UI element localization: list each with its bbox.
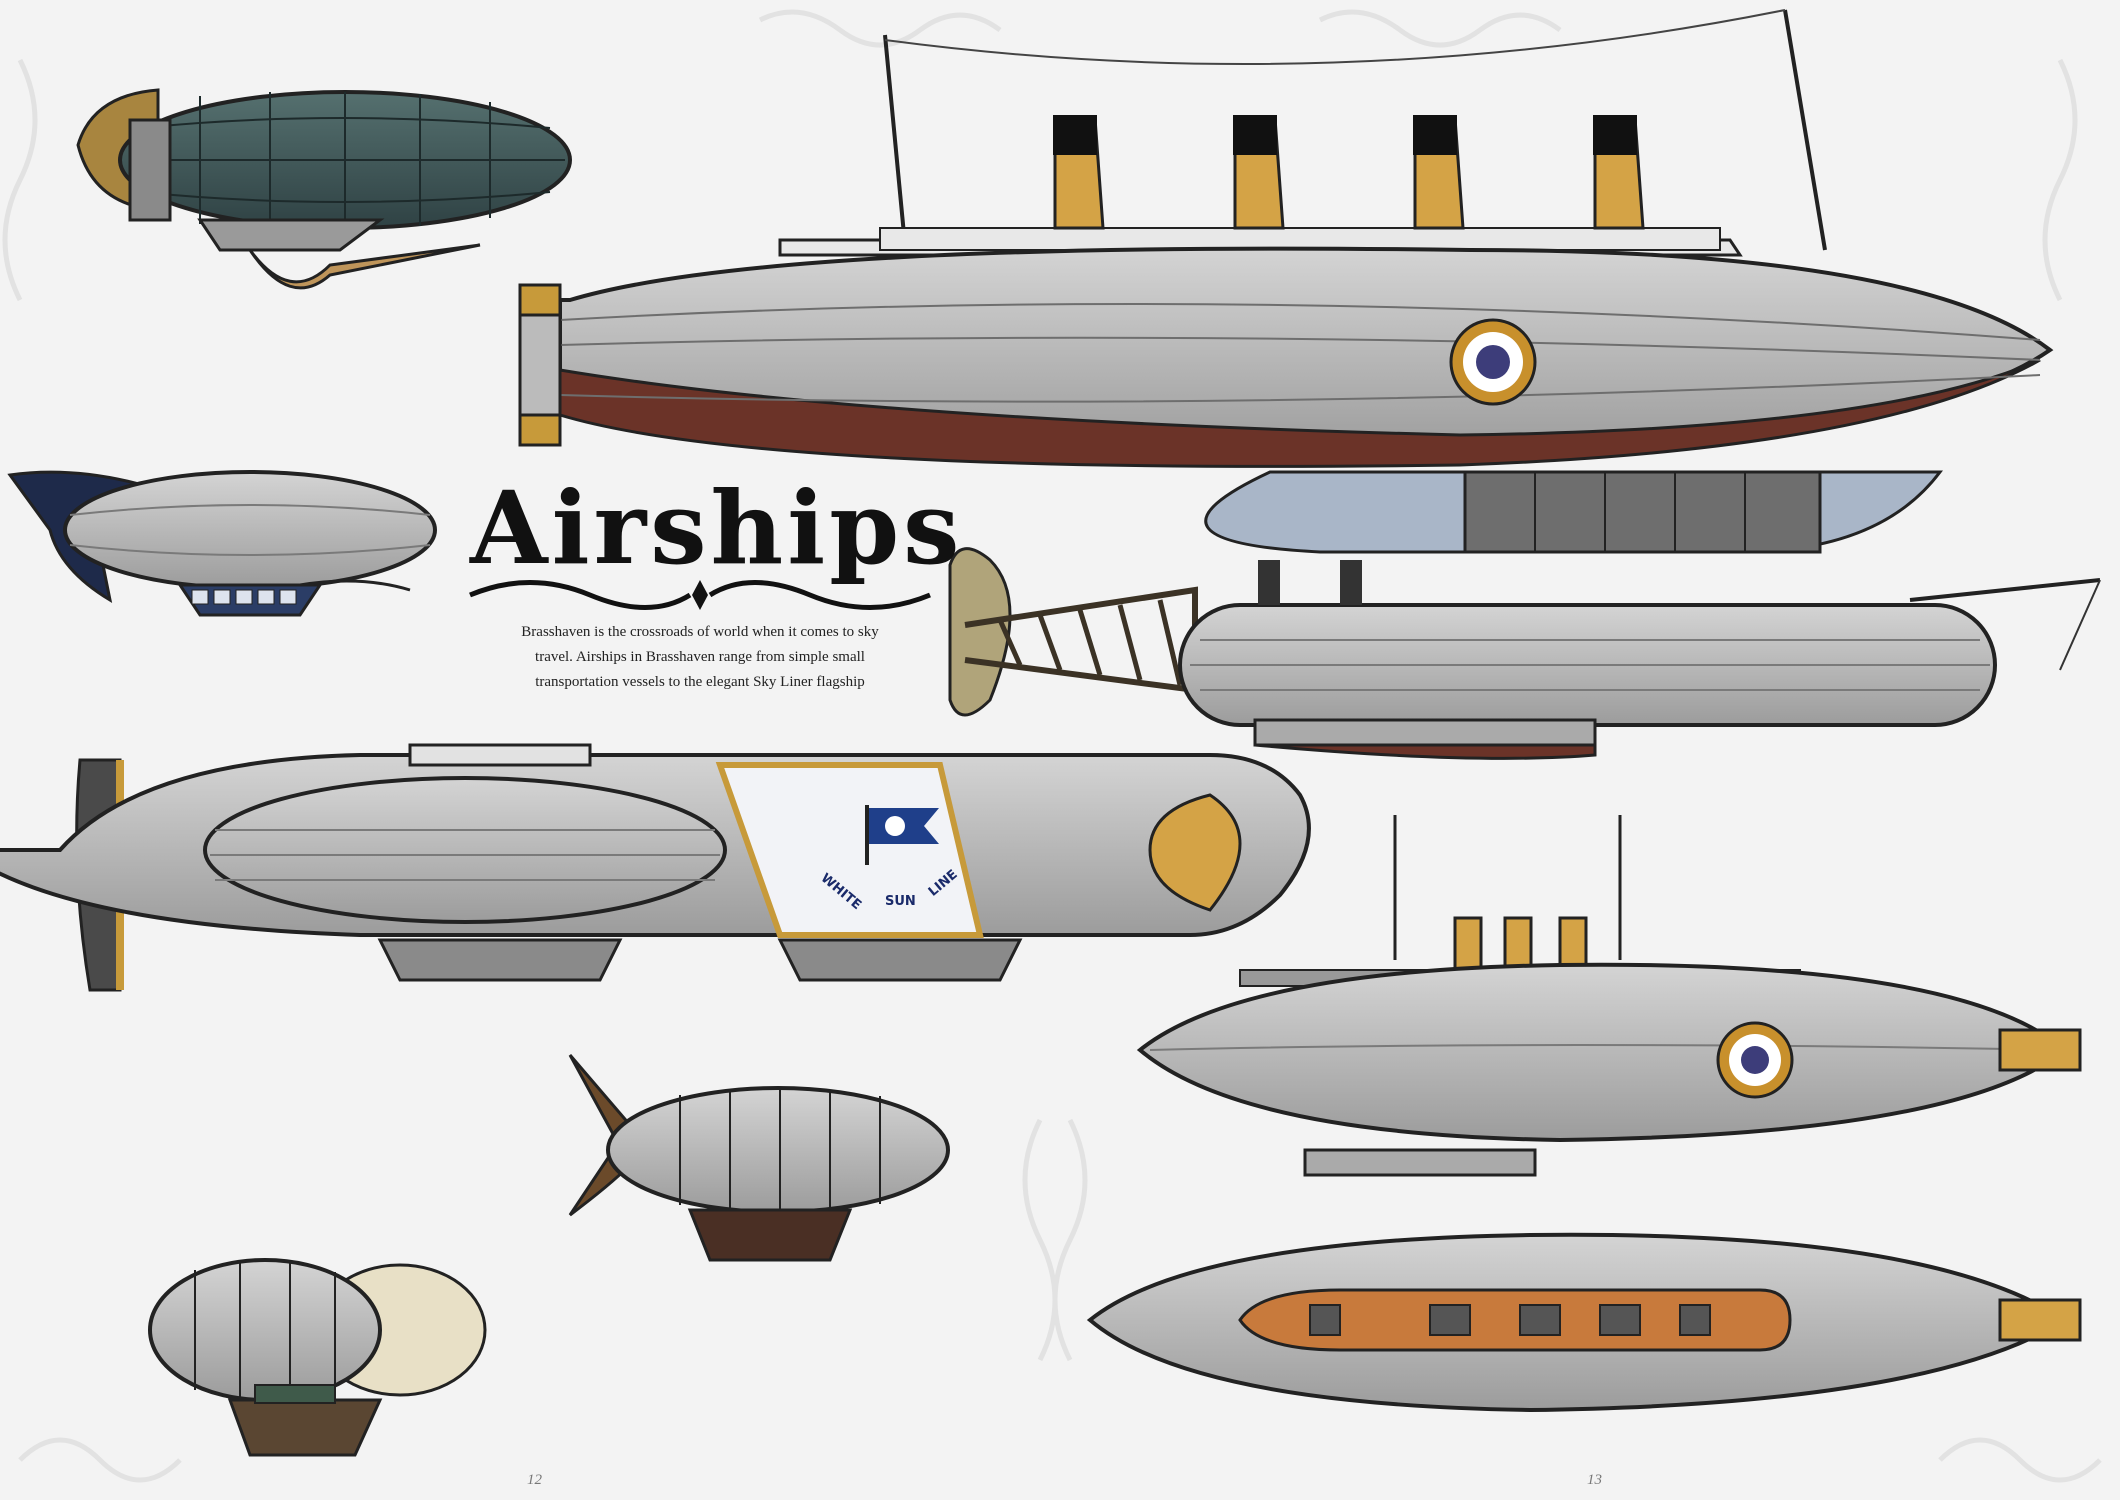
intro-line: travel. Airships in Brasshaven range fro… [535, 649, 865, 665]
sail-airship [568, 1054, 950, 1262]
balloon-airship [148, 1258, 487, 1457]
twin-stack-airship [948, 547, 2101, 760]
sky-liner-flagship [518, 9, 2054, 554]
warship-airship [1136, 815, 2082, 1177]
intro-line: Brasshaven is the crossroads of world wh… [521, 624, 879, 640]
page-number-left: 12 [527, 1472, 542, 1488]
title-flourish [469, 580, 931, 610]
page-number-right: 13 [1587, 1472, 1602, 1488]
page-ornaments [2, 9, 2102, 1483]
deck-topview-airship [1086, 1232, 2082, 1413]
svg-text:SUN: SUN [885, 894, 916, 909]
intro-text: Brasshaven is the crossroads of world wh… [470, 620, 930, 695]
navy-blimp [7, 470, 437, 617]
intro-line: transportation vessels to the elegant Sk… [535, 674, 865, 690]
white-sun-line-liner: WHITE SUN LINE [0, 743, 1311, 992]
teal-zeppelin [76, 88, 572, 290]
page-title: Airships [470, 469, 964, 587]
